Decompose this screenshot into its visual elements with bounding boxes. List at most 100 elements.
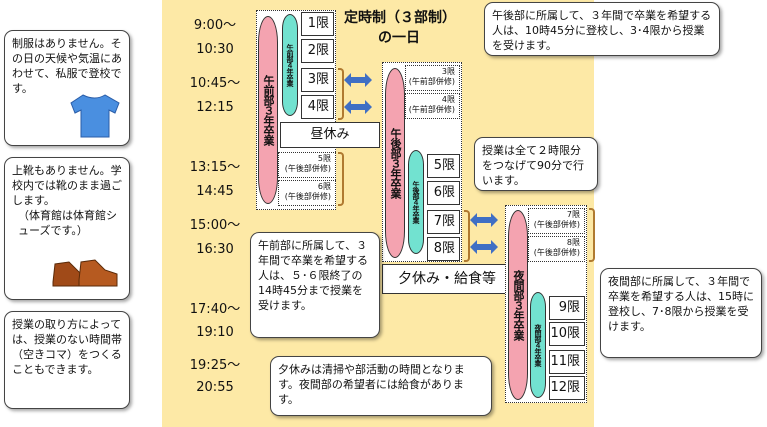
evening-period-8: 8限(午後部併修) xyxy=(528,236,585,262)
note-morning-text: 午前部に所属して、３年間で卒業を希望する人は、５･６限終了の14時45分まで授業… xyxy=(258,239,368,312)
afternoon-period-4-note: (午前部併修) xyxy=(408,105,455,114)
morning-period-5-label: 5限 xyxy=(317,154,331,163)
afternoon-period-8: 8限 xyxy=(427,237,460,261)
note-afternoon-text: 午後部に所属して、３年間で卒業を希望する人は、10時45分に登校し、3･4限から… xyxy=(492,9,712,52)
evening-period-7: 7限(午後部併修) xyxy=(528,208,585,234)
time-label: 14:45 xyxy=(196,184,234,199)
brace-3 xyxy=(464,210,470,262)
evening-period-9: 9限 xyxy=(549,296,585,320)
dinner-band: 夕休み・給食等 xyxy=(382,264,512,294)
afternoon-4yr-oval: 午後部４年卒業 xyxy=(408,150,424,254)
note-shoes: 上靴もありません。学校内では靴のまま過ごします。 （体育館は体育館シューズです。… xyxy=(4,157,130,300)
arrow-icon-1 xyxy=(344,73,372,87)
time-label: 17:40～ xyxy=(189,302,241,317)
tshirt-icon xyxy=(70,94,120,138)
note-lesson-text: 授業は全て２時限分をつなげて90分で行います。 xyxy=(482,144,584,187)
morning-period-3-label: 3限 xyxy=(307,72,329,87)
lunch-band: 昼休み xyxy=(280,122,380,148)
morning-3yr-oval: 午前部３年卒業 xyxy=(258,16,278,204)
note-lesson: 授業は全て２時限分をつなげて90分で行います。 xyxy=(474,137,598,191)
afternoon-3yr-label: 午後部３年卒業 xyxy=(389,128,402,198)
evening-3yr-oval: 夜間部３年卒業 xyxy=(508,210,528,400)
evening-period-10-label: 10限 xyxy=(550,326,580,341)
evening-period-8-note: (午後部併修) xyxy=(533,248,580,257)
note-morning: 午前部に所属して、３年間で卒業を希望する人は、５･６限終了の14時45分まで授業… xyxy=(250,232,380,338)
lunch-label: 昼休み xyxy=(310,127,350,142)
note-evening: 夜間部に所属して、３年間で卒業を希望する人は、15時に登校し、7･8限から授業を… xyxy=(600,268,762,358)
afternoon-period-5-label: 5限 xyxy=(433,158,455,173)
arrow-icon-3 xyxy=(470,213,498,227)
afternoon-period-3: 3限(午前部併修) xyxy=(405,65,460,91)
morning-4yr-label: 午前部４年卒業 xyxy=(286,44,294,86)
morning-period-1-label: 1限 xyxy=(307,16,329,31)
time-label: 19:10 xyxy=(196,325,234,340)
time-label: 19:25～ xyxy=(189,358,241,373)
evening-period-11: 11限 xyxy=(549,350,585,374)
note-afternoon: 午後部に所属して、３年間で卒業を希望する人は、10時45分に登校し、3･4限から… xyxy=(484,2,720,56)
time-label: 13:15～ xyxy=(189,160,241,175)
morning-3yr-label: 午前部３年卒業 xyxy=(262,75,275,145)
evening-4yr-label: 夜間部４年卒業 xyxy=(534,324,542,366)
time-label: 10:45～ xyxy=(189,76,241,91)
evening-period-11-label: 11限 xyxy=(550,354,580,369)
note-evening-text: 夜間部に所属して、３年間で卒業を希望する人は、15時に登校し、7･8限から授業を… xyxy=(608,275,754,333)
time-label: 15:00～ xyxy=(189,218,241,233)
evening-period-8-label: 8限 xyxy=(566,238,580,247)
evening-period-12: 12限 xyxy=(549,376,585,400)
brace-2 xyxy=(338,152,344,206)
evening-period-9-label: 9限 xyxy=(558,300,580,315)
afternoon-period-5: 5限 xyxy=(427,154,460,178)
time-label: 12:15 xyxy=(196,100,234,115)
afternoon-period-8-label: 8限 xyxy=(433,241,455,256)
afternoon-period-6-label: 6限 xyxy=(433,185,455,200)
afternoon-period-7-label: 7限 xyxy=(433,214,455,229)
time-label: 20:55 xyxy=(196,380,234,395)
morning-period-5-note: (午後部併修) xyxy=(284,164,331,173)
brace-1 xyxy=(338,68,344,120)
title-line1: 定時制（３部制） xyxy=(344,10,456,26)
arrow-icon-2 xyxy=(344,100,372,114)
afternoon-period-3-label: 3限 xyxy=(441,67,455,76)
afternoon-4yr-label: 午後部４年卒業 xyxy=(412,181,420,223)
afternoon-period-6: 6限 xyxy=(427,181,460,205)
morning-period-2: 2限 xyxy=(301,39,334,63)
time-label: 16:30 xyxy=(196,242,234,257)
time-label: 9:00～ xyxy=(193,18,237,33)
note-uniform-text: 制服はありません。その日の天候や気温にあわせて、私服で登校です。 xyxy=(12,37,122,95)
note-shoes-text: 上靴もありません。学校内では靴のまま過ごします。 xyxy=(12,164,122,207)
note-classes-text: 授業の取り方によっては、授業のない時間帯（空きコマ）をつくることもできます。 xyxy=(12,318,122,376)
afternoon-3yr-oval: 午後部３年卒業 xyxy=(385,68,405,258)
morning-period-2-label: 2限 xyxy=(307,43,329,58)
afternoon-period-4-label: 4限 xyxy=(441,95,455,104)
dinner-label: 夕休み・給食等 xyxy=(398,271,496,287)
evening-period-10: 10限 xyxy=(549,322,585,346)
shoes-icon xyxy=(52,259,118,287)
morning-period-4-label: 4限 xyxy=(307,99,329,114)
morning-period-6-label: 6限 xyxy=(317,182,331,191)
morning-period-4: 4限 xyxy=(301,95,334,119)
afternoon-period-3-note: (午前部併修) xyxy=(408,77,455,86)
morning-period-3: 3限 xyxy=(301,68,334,92)
note-shoes-text2: （体育館は体育館シューズです。） xyxy=(18,209,117,237)
morning-4yr-oval: 午前部４年卒業 xyxy=(282,14,298,116)
evening-3yr-label: 夜間部３年卒業 xyxy=(512,270,525,340)
evening-period-12-label: 12限 xyxy=(550,380,580,395)
morning-period-6: 6限(午後部併修) xyxy=(278,180,336,206)
evening-period-7-label: 7限 xyxy=(566,210,580,219)
morning-period-5: 5限(午後部併修) xyxy=(278,152,336,178)
note-classes: 授業の取り方によっては、授業のない時間帯（空きコマ）をつくることもできます。 xyxy=(4,311,130,409)
diagram-title: 定時制（３部制） の一日 xyxy=(344,8,456,48)
brace-4 xyxy=(589,208,595,262)
note-dinner-text: 夕休みは清掃や部活動の時間となります。夜間部の希望者には給食があります。 xyxy=(278,363,465,406)
title-line2: の一日 xyxy=(378,30,420,46)
morning-period-1: 1限 xyxy=(301,12,334,36)
evening-4yr-oval: 夜間部４年卒業 xyxy=(530,292,546,398)
note-uniform: 制服はありません。その日の天候や気温にあわせて、私服で登校です。 xyxy=(4,30,130,146)
time-label: 10:30 xyxy=(196,42,234,57)
afternoon-period-4: 4限(午前部併修) xyxy=(405,93,460,119)
morning-period-6-note: (午後部併修) xyxy=(284,192,331,201)
afternoon-period-7: 7限 xyxy=(427,210,460,234)
note-dinner: 夕休みは清掃や部活動の時間となります。夜間部の希望者には給食があります。 xyxy=(270,356,492,416)
evening-period-7-note: (午後部併修) xyxy=(533,220,580,229)
arrow-icon-4 xyxy=(470,240,498,254)
